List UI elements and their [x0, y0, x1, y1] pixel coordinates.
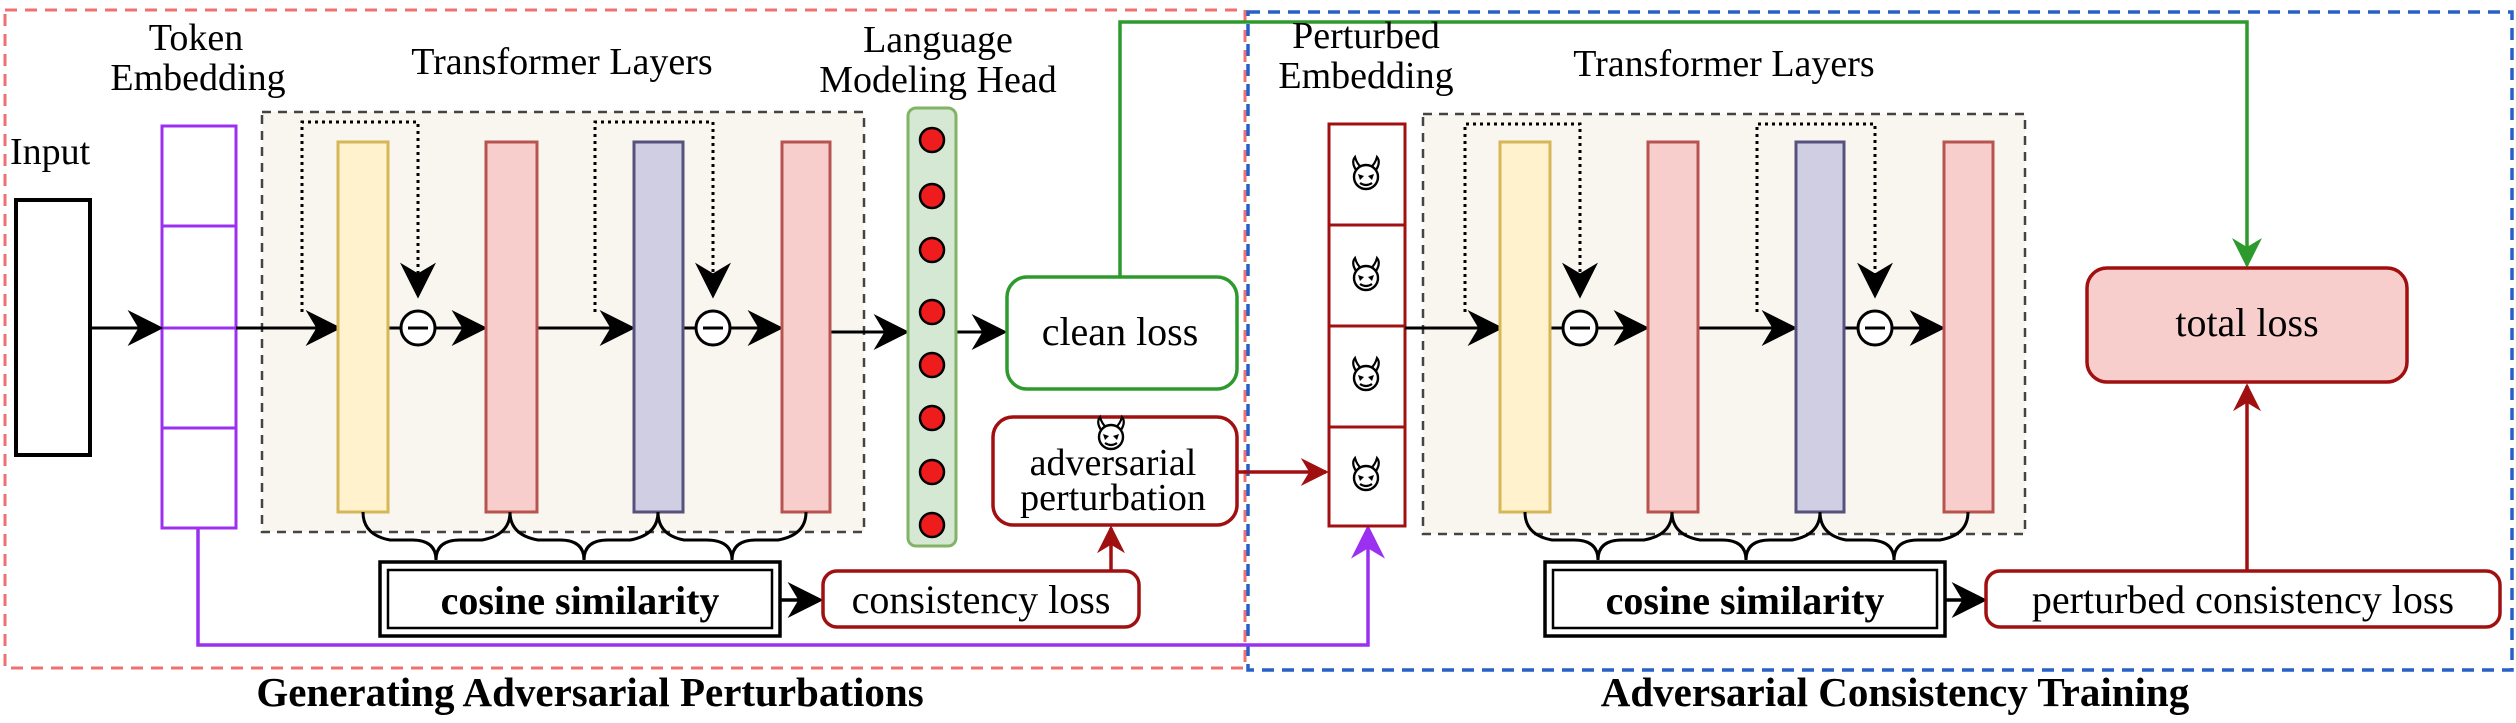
consistency-loss-label: consistency loss [852, 577, 1111, 622]
clean-loss-label: clean loss [1042, 309, 1199, 354]
right-ffn-layer-2 [1942, 140, 1995, 514]
left-cosine-similarity-label: cosine similarity [441, 578, 720, 623]
lm-head-label-line2: Modeling Head [819, 59, 1056, 101]
input-box [14, 198, 92, 457]
left-norm-layer [632, 140, 685, 514]
left-panel-caption: Generating Adversarial Perturbations [256, 669, 923, 715]
consistency-loss-box [821, 569, 1141, 629]
right-cosine-similarity-label: cosine similarity [1606, 578, 1885, 623]
perturbed-consistency-loss-box [1984, 569, 2502, 629]
left-panel-frame [3, 8, 1247, 670]
left-residual-skip-2 [593, 120, 731, 312]
lm-head-label-line1: Language [863, 19, 1013, 61]
adversarial-perturbation-label-line1: adversarial [1030, 442, 1197, 484]
clean-loss-box [1005, 275, 1239, 391]
right-transformer-layers-label: Transformer Layers [1573, 43, 1874, 85]
token-embedding-label-line1: Token [149, 17, 243, 59]
lm-head-neurons [918, 126, 946, 539]
input-label: Input [10, 131, 91, 173]
right-ffn-layer-1 [1646, 140, 1700, 514]
adversarial-perturbation-label-line2: perturbation [1020, 477, 1206, 519]
total-loss-box [2085, 266, 2409, 384]
left-ffn-layer-2 [780, 140, 832, 514]
right-layer-brace [1523, 511, 1970, 561]
right-residual-skip-1 [1463, 122, 1598, 312]
left-ffn-layer-1 [484, 140, 539, 514]
right-attention-layer [1498, 140, 1552, 514]
lm-head-column [906, 106, 958, 548]
left-cosine-similarity-box-inner [386, 568, 774, 630]
arrow-clean-loss-to-total-loss [1118, 20, 2262, 277]
token-embedding-column [160, 124, 238, 530]
perturbed-embedding-label-line1: Perturbed [1292, 15, 1440, 57]
perturbed-embedding-column [1327, 122, 1407, 528]
total-loss-label: total loss [2175, 300, 2318, 345]
left-residual-skip-1 [300, 120, 436, 312]
right-cosine-similarity-box-inner [1551, 568, 1939, 630]
left-transformer-layers-label: Transformer Layers [411, 41, 712, 83]
right-panel-caption: Adversarial Consistency Training [1601, 669, 2190, 715]
perturbed-embedding-label-line2: Embedding [1278, 55, 1453, 97]
perturbed-consistency-loss-label: perturbed consistency loss [2032, 577, 2454, 622]
right-residual-skip-2 [1755, 122, 1893, 312]
right-panel-frame [1246, 10, 2514, 672]
left-attention-layer [336, 140, 390, 514]
right-norm-layer [1794, 140, 1846, 514]
left-layer-brace [361, 511, 808, 561]
arrow-token-embedding-to-perturbed [196, 524, 1385, 647]
token-embedding-label-line2: Embedding [110, 57, 285, 99]
